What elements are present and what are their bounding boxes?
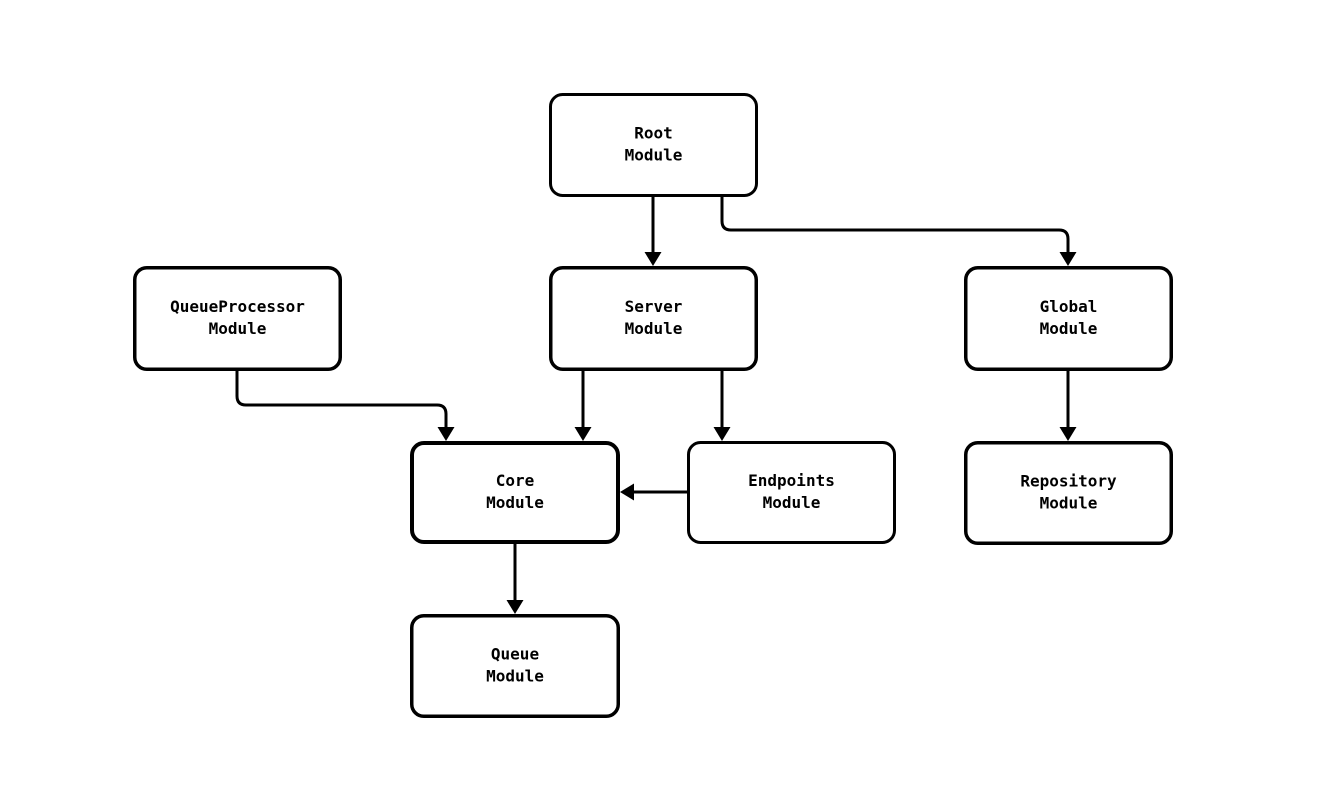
arrow-head-icon [506,600,524,614]
edge-global-to-repository [1059,371,1077,441]
node-label-secondary: Module [1040,494,1098,513]
node-label-secondary: Module [1040,319,1098,338]
edge-line [235,371,448,427]
node-label-primary: Endpoints [748,471,835,490]
arrow-head-icon [437,427,455,441]
node-box[interactable] [549,93,758,197]
node-label-secondary: Module [763,493,821,512]
edge-server-to-core [574,371,592,441]
node-box[interactable] [410,614,620,718]
arrow-head-icon [713,427,731,441]
nodes-layer: RootModuleQueueProcessorModuleServerModu… [133,93,1173,718]
node-label-secondary: Module [486,667,544,686]
edge-root-to-server [644,197,662,266]
node-box[interactable] [964,266,1173,371]
arrow-head-icon [644,252,662,266]
edges-layer [235,197,1077,614]
node-label-primary: Repository [1020,472,1117,491]
edge-root-to-global [720,197,1077,266]
edge-line [720,197,1070,252]
edge-endpoints-to-core [620,483,687,501]
node-label-primary: Core [496,471,535,490]
edge-queueprocessor-to-core [235,371,455,441]
arrow-head-icon [1059,252,1077,266]
node-label-primary: Global [1040,297,1098,316]
node-label-primary: QueueProcessor [170,297,305,316]
node-label-primary: Queue [491,645,539,664]
node-label-secondary: Module [486,493,544,512]
edge-core-to-queue [506,544,524,614]
node-box[interactable] [964,441,1173,545]
node-label-secondary: Module [209,319,267,338]
arrow-head-icon [1059,427,1077,441]
node-label-secondary: Module [625,146,683,165]
node-label-secondary: Module [625,319,683,338]
node-label-primary: Root [634,124,673,143]
arrow-head-icon [574,427,592,441]
node-box[interactable] [133,266,342,371]
node-box[interactable] [410,441,620,544]
node-box[interactable] [549,266,758,371]
arrow-head-icon [620,483,634,501]
edge-server-to-endpoints [713,371,731,441]
node-box[interactable] [687,441,896,544]
node-label-primary: Server [625,297,683,316]
